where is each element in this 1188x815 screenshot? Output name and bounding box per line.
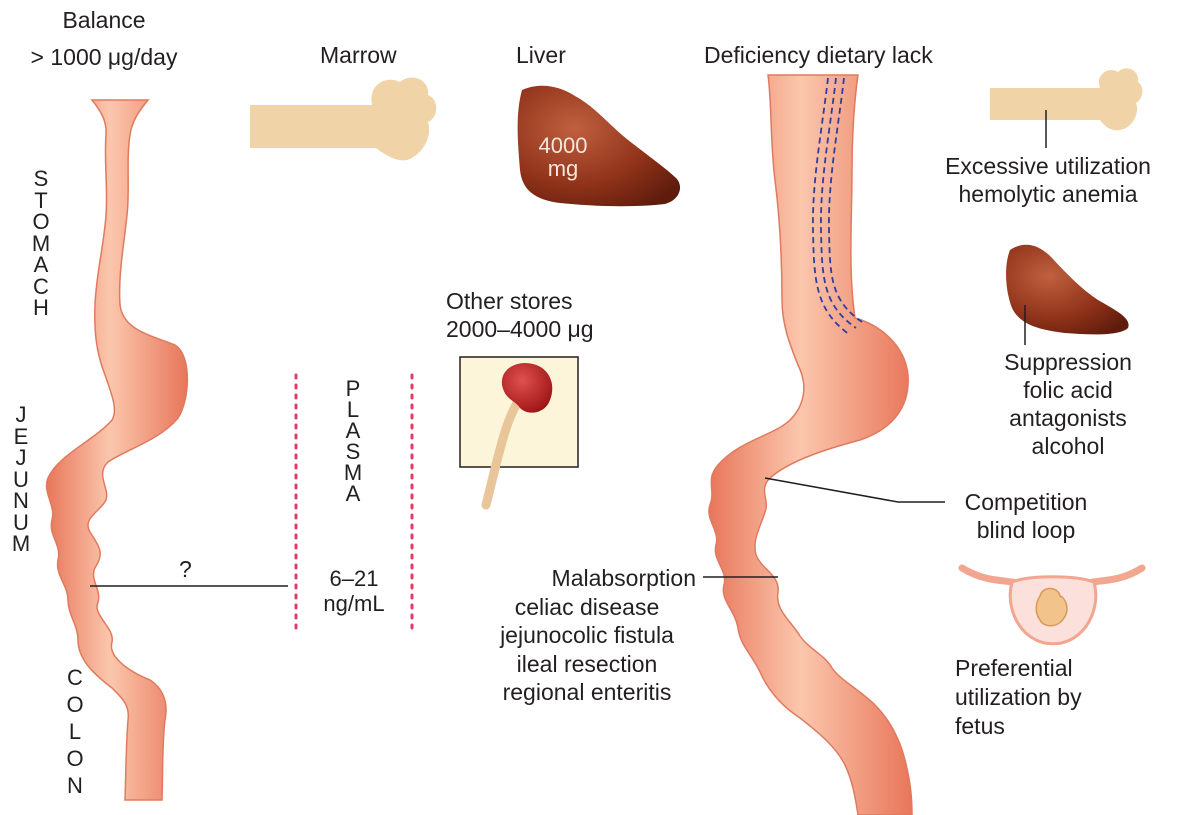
excessive-utilization-label: Excessive utilization hemolytic anemia [918,152,1178,208]
plasma-range-line-1: 6–21 [329,566,379,591]
malabsorption-line-1: Malabsorption [551,565,696,591]
stomach-vertical-label: S T O M A C H [28,168,54,319]
letter: H [33,295,49,320]
letter: N [67,773,83,798]
letter: M [11,531,31,556]
competition-line-2: blind loop [976,517,1076,543]
fetus-line-3: fetus [955,713,1005,739]
dashed-line-1 [812,77,851,336]
letter: U [13,509,29,535]
letter: S [345,439,361,464]
plasma-range-line-2: ng/mL [323,591,385,616]
fetus [1035,587,1068,627]
other-stores-line-2: 2000–4000 μg [446,316,594,342]
letter: O [66,692,84,717]
left-gi-tract [45,99,189,801]
competition-label: Competition blind loop [946,488,1106,544]
letter: M [343,460,363,485]
letter: J [15,402,27,427]
letter: A [33,252,49,277]
bone-marrow-head [501,362,553,413]
letter: T [34,187,48,213]
question-mark: ? [179,556,192,582]
letter: A [345,418,361,443]
balance-label: Balance > 1000 μg/day [14,7,194,71]
plasma-vertical-label: P L A S M A [340,376,366,506]
suppression-line-1: Suppression [1004,349,1132,375]
right-gut-tube [708,74,913,815]
liver-shape [517,85,681,207]
suppression-line-4: alcohol [1031,433,1105,459]
fetus-line-2: utilization by [955,684,1082,710]
letter: M [31,230,51,256]
small-bone [990,68,1143,131]
other-stores-line-1: Other stores [446,288,573,314]
malabsorption-line-2: celiac disease [514,593,660,620]
suppression-line-3: antagonists [1009,405,1127,431]
suppression-line-2: folic acid [1023,377,1113,403]
deficiency-title: Deficiency dietary lack [704,42,933,68]
letter: C [33,273,49,299]
jejunum-vertical-label: J E J U N U M [8,404,34,555]
small-liver [1006,244,1129,335]
letter: E [13,423,29,449]
liver-amount-value: 4000 [538,133,588,158]
letter: N [13,488,29,513]
right-gi-tract [708,74,913,815]
letter: U [13,466,29,492]
liver-amount: 4000 mg [523,134,603,180]
plasma-range: 6–21 ng/mL [298,566,410,616]
letter: S [33,166,49,191]
letter: O [66,746,84,771]
malabsorption-line-3: jejunocolic fistula [500,622,674,648]
letter: O [32,209,50,234]
excessive-line-1: Excessive utilization [945,153,1151,179]
letter: P [345,376,361,401]
malabsorption-line-4: ileal resection [516,650,658,677]
excessive-line-2: hemolytic anemia [958,181,1138,207]
letter: L [346,397,360,422]
dashed-line-3 [828,77,863,323]
competition-connector [764,477,945,503]
letter: A [345,481,361,506]
dashed-line-2 [820,77,857,329]
liver-amount-unit: mg [547,156,579,181]
fetus-line-1: Preferential [955,655,1073,681]
balance-line-1: Balance [62,7,146,33]
liver-label: Liver [516,42,566,68]
letter: J [15,445,27,470]
left-gut-tube [45,99,189,801]
marrow-bone [250,77,437,161]
balance-line-2: > 1000 μg/day [30,44,178,70]
suppression-label: Suppression folic acid antagonists alcoh… [978,348,1158,460]
letter: C [67,665,83,690]
other-stores-label: Other stores 2000–4000 μg [446,287,594,343]
marrow-label: Marrow [320,42,397,68]
malabsorption-label: Malabsorption celiac disease jejunocolic… [472,564,702,707]
preferential-utilization-label: Preferential utilization by fetus [955,654,1082,741]
colon-vertical-label: C O L O N [62,664,88,799]
competition-line-1: Competition [964,489,1088,515]
malabsorption-line-5: regional enteritis [502,679,672,705]
letter: L [68,719,82,744]
